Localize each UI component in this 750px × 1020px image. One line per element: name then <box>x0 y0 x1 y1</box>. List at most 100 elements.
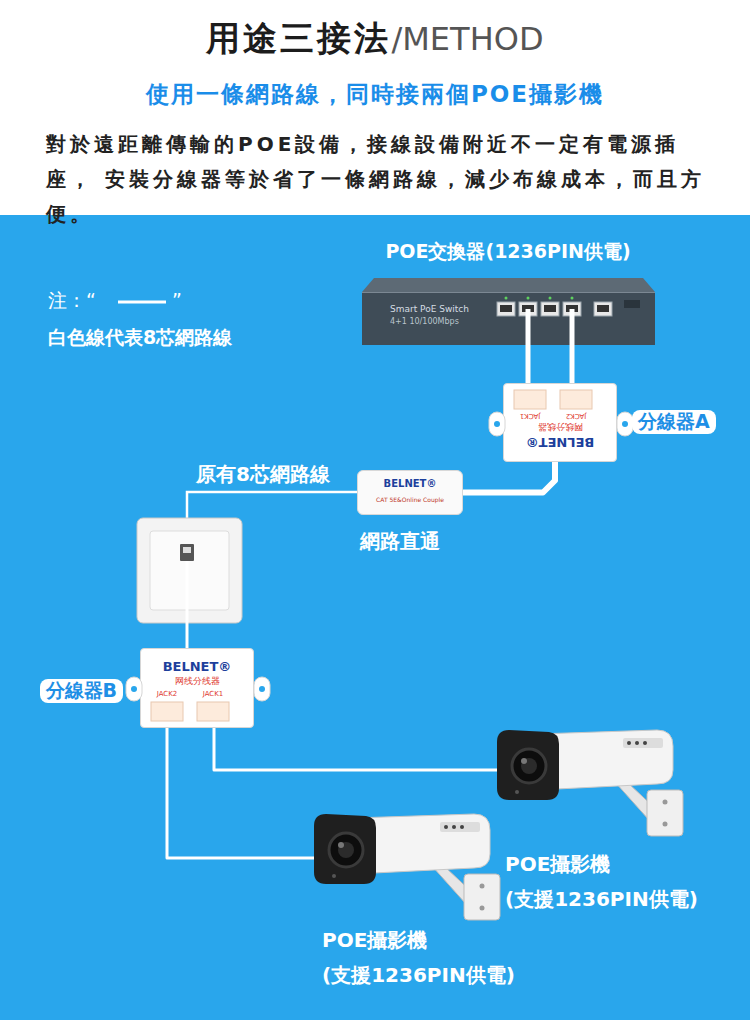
mount-ear <box>126 677 142 701</box>
wall-plate-inner <box>150 531 229 610</box>
title: 用途三接法 <box>206 18 391 58</box>
switch-port <box>541 302 559 316</box>
cable-connector <box>526 345 531 383</box>
splitter-b: 分線器BBELNET®网线分线器JACK2JACK1 <box>140 648 254 728</box>
lens-glint <box>338 842 344 848</box>
camera-lens <box>329 833 363 867</box>
jack-port <box>514 390 546 409</box>
brand-text: BELNET® <box>163 659 232 675</box>
device-note: (支援1236PIN供電) <box>505 887 698 912</box>
cable-connector <box>570 345 575 383</box>
lens-glass <box>521 758 537 774</box>
cable-stub <box>526 309 531 345</box>
cable-connector <box>167 728 314 858</box>
description: 對於遠距離傳輸的POE設備，接線設備附近不一定有電源插座， 安裝分線器等於省了一… <box>46 127 718 232</box>
switch-edge <box>362 292 655 293</box>
splitter-a: 分線器ABELNET®网线分线器JACK1JACK2 <box>503 383 617 462</box>
sticker-dot <box>635 741 639 745</box>
mount-ear <box>617 412 633 436</box>
jack-label: JACK1 <box>520 411 541 420</box>
mount-ear <box>489 412 505 436</box>
sticker-dot <box>643 741 647 745</box>
mount-screw <box>480 906 485 911</box>
product-text: 网线分线器 <box>175 676 220 687</box>
wall-mount <box>464 874 500 920</box>
port-slot <box>544 305 556 312</box>
callout-label: 分線器A <box>632 410 716 434</box>
legend-line-sample <box>118 301 166 304</box>
title-suffix: /METHOD <box>391 20 543 58</box>
mount-hole <box>259 686 265 692</box>
sticker-dot <box>444 825 448 829</box>
sticker-dot <box>627 741 631 745</box>
mount-ear <box>254 677 270 701</box>
port-led <box>505 297 508 300</box>
camera-led <box>515 790 519 794</box>
model-text: Smart PoE Switch <box>390 304 469 315</box>
legend-text: 白色線代表8芯網路線 <box>48 326 232 350</box>
jack-label: JACK2 <box>566 411 587 420</box>
product-text: CAT 5E&Online Couple <box>376 496 444 504</box>
mount-hole <box>494 421 500 427</box>
camera-hood <box>497 730 559 800</box>
note-quote: ” <box>172 289 182 313</box>
device-caption: 網路直通 <box>360 529 440 554</box>
subtitle: 使用一條網路線，同時接兩個POE攝影機 <box>0 80 750 109</box>
brand-text: BELNET® <box>526 434 595 450</box>
port-slot <box>500 305 512 312</box>
camera-sticker <box>440 822 480 832</box>
product-text: 网线分线器 <box>538 421 583 432</box>
jack-port <box>197 702 229 721</box>
patch-cable <box>186 561 189 648</box>
jack-port <box>151 702 183 721</box>
wall-jack-slot <box>183 547 191 553</box>
header: 用途三接法/METHOD <box>0 16 750 62</box>
switch-top <box>362 278 655 292</box>
callout-label: 分線器B <box>40 679 123 703</box>
poe-camera: POE攝影機(支援1236PIN供電) <box>497 728 692 840</box>
jack-port <box>560 390 592 409</box>
mount-screw <box>663 822 668 827</box>
cable-connector <box>463 462 555 493</box>
wall-plate <box>137 518 242 623</box>
cable-connector <box>214 728 497 770</box>
port-led <box>549 297 552 300</box>
power-switch <box>624 300 640 308</box>
lens-glass <box>338 842 354 858</box>
jack-label: JACK1 <box>203 690 224 699</box>
lens-glint <box>521 758 527 764</box>
device-heading: POE交換器(1236PIN供電) <box>385 240 630 264</box>
poe-camera-art <box>497 728 692 840</box>
coupler: BELNET®CAT 5E&Online Couple網路直通 <box>357 470 463 515</box>
device-note: (支援1236PIN供電) <box>322 963 515 988</box>
wall-jack <box>180 544 194 561</box>
sticker-dot <box>452 825 456 829</box>
port-slot <box>597 305 609 312</box>
poe-switch: POE交換器(1236PIN供電)Smart PoE Switch4+1 10/… <box>362 278 655 345</box>
cable-label: 原有8芯網路線 <box>196 462 330 487</box>
blue-ground <box>0 215 750 1020</box>
mount-hole <box>622 421 628 427</box>
uplink-port <box>594 302 612 316</box>
brand-text: BELNET® <box>384 478 437 491</box>
mount-screw <box>480 884 485 889</box>
port-led <box>527 297 530 300</box>
camera-led <box>332 874 336 878</box>
model-text: 4+1 10/100Mbps <box>390 317 459 327</box>
sticker-dot <box>460 825 464 829</box>
device-heading: POE攝影機 <box>322 928 427 953</box>
jack-label: JACK2 <box>157 690 178 699</box>
cable-stub <box>570 309 575 345</box>
poe-camera-art <box>314 812 500 924</box>
note-prefix: 注：“ <box>48 289 96 313</box>
port-led <box>571 297 574 300</box>
switch-front <box>362 292 655 345</box>
poe-camera: POE攝影機(支援1236PIN供電) <box>314 812 500 924</box>
camera-hood <box>314 814 376 884</box>
existing-cable <box>187 492 357 518</box>
switch-port <box>497 302 515 316</box>
camera-lens <box>512 749 546 783</box>
mount-screw <box>663 800 668 805</box>
mount-hole <box>131 686 137 692</box>
